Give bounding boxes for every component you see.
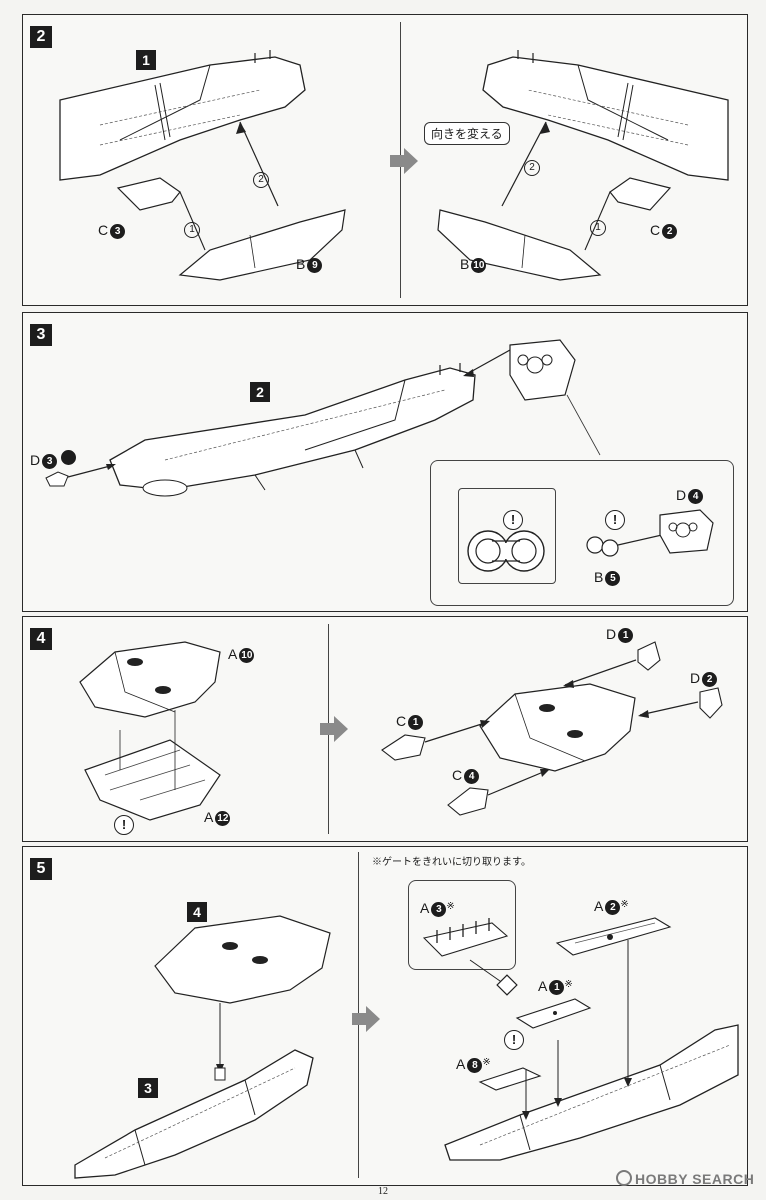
watermark: HOBBY SEARCH bbox=[616, 1170, 754, 1187]
conning-tower-step5-illustration bbox=[154, 915, 331, 1074]
conning-tower-top-illustration bbox=[79, 641, 221, 718]
step-number: 3 bbox=[30, 324, 52, 346]
page-number: 12 bbox=[378, 1186, 388, 1197]
warning-icon: ! bbox=[503, 510, 523, 530]
part-a8-illustration bbox=[478, 1067, 542, 1091]
next-arrow-icon bbox=[390, 148, 418, 174]
sub-assembly-ref: 3 bbox=[138, 1078, 158, 1098]
part-a3-illustration bbox=[422, 918, 509, 957]
hull-illustration-right bbox=[482, 50, 729, 181]
part-a2-illustration bbox=[555, 917, 672, 956]
order-label: 2 bbox=[524, 160, 540, 176]
part-a1-illustration bbox=[515, 998, 592, 1029]
order-label: 1 bbox=[590, 220, 606, 236]
part-d3-illustration bbox=[45, 464, 116, 487]
sub-assembly-ref: 4 bbox=[187, 902, 207, 922]
conning-tower-assembled-illustration bbox=[479, 683, 636, 772]
gate-detail-icon bbox=[469, 959, 518, 996]
hull-step5-right-illustration bbox=[444, 940, 739, 1161]
hull-step5-illustration bbox=[74, 1049, 314, 1179]
sub-assembly-ref: 2 bbox=[250, 382, 270, 402]
next-arrow-icon bbox=[352, 1006, 380, 1032]
callout-change-orientation: 向きを変える bbox=[424, 122, 510, 145]
hull-illustration-left bbox=[59, 50, 306, 181]
step-number: 2 bbox=[30, 26, 52, 48]
warning-icon: ! bbox=[605, 510, 625, 530]
warning-icon: ! bbox=[114, 815, 134, 835]
order-label: 1 bbox=[184, 222, 200, 238]
step-number: 4 bbox=[30, 628, 52, 650]
watermark-logo-icon bbox=[616, 1170, 632, 1186]
order-label: 2 bbox=[253, 172, 269, 188]
glue-icon bbox=[61, 450, 77, 465]
stern-part-illustration bbox=[463, 339, 601, 456]
step-number: 5 bbox=[30, 858, 52, 880]
gate-cut-note: ※ゲートをきれいに切り取ります。 bbox=[372, 857, 531, 868]
assembly-arrows-left bbox=[116, 121, 346, 281]
washer-detail-illustration bbox=[467, 530, 545, 572]
sub-assembly-ref: 1 bbox=[136, 50, 156, 70]
warning-icon: ! bbox=[504, 1030, 524, 1050]
assembly-arrows-step4 bbox=[381, 641, 723, 816]
submarine-hull-illustration bbox=[109, 363, 476, 497]
conning-tower-bottom-illustration bbox=[84, 710, 221, 821]
part-d4-illustration bbox=[659, 509, 714, 554]
part-a3-inset bbox=[408, 880, 516, 970]
next-arrow-icon bbox=[320, 716, 348, 742]
